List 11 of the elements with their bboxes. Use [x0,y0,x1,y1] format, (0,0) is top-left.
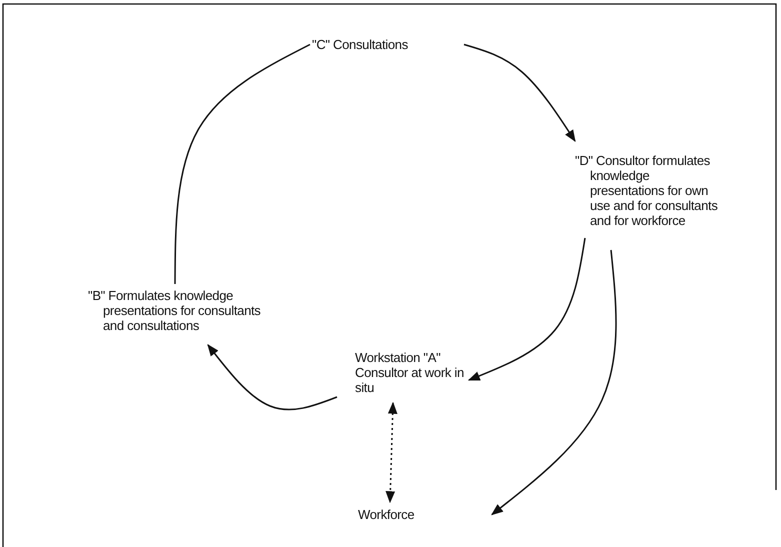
arrow [207,344,338,410]
arrow [491,250,617,516]
node-text: "C" Consultations [312,37,409,52]
arrow [468,238,586,381]
node-text: "D" Consultor formulates knowledge presentations for own use and for consultants and for workforce [575,153,719,228]
node-text: Workforce [358,507,416,522]
connector-line [174,44,310,284]
node-text: Workstation "A" Consultor at work in situ [355,350,465,395]
arrow [464,44,576,142]
node-text: "B" Formulates knowledge presentations for consultants and consultations [88,288,262,333]
double-arrow [386,402,398,504]
